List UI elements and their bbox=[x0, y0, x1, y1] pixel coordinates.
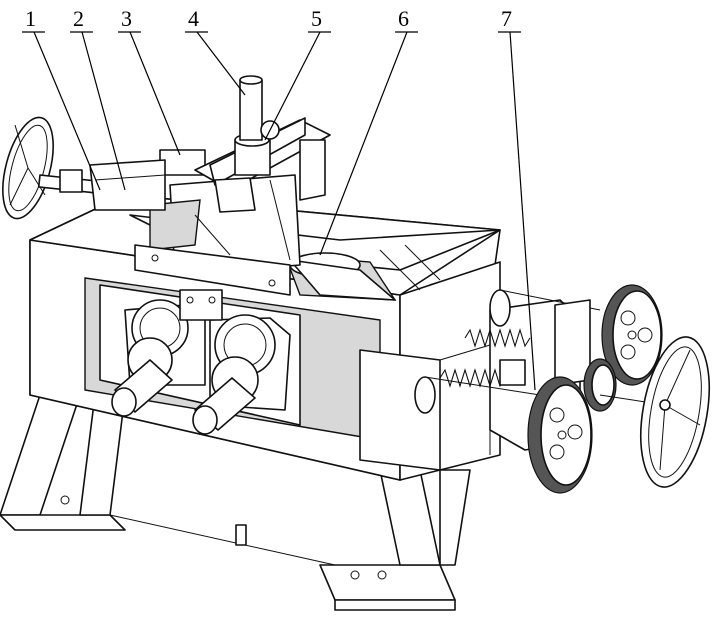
gear-small-middle bbox=[584, 359, 616, 411]
gear-large-lower bbox=[528, 377, 592, 493]
callout-5: 5 bbox=[311, 6, 322, 31]
callout-7: 7 bbox=[501, 6, 512, 31]
callout-3: 3 bbox=[121, 6, 132, 31]
callout-6: 6 bbox=[398, 6, 409, 31]
callout-4: 4 bbox=[188, 6, 199, 31]
callout-1: 1 bbox=[25, 6, 36, 31]
left-handwheel bbox=[0, 112, 165, 224]
callout-2: 2 bbox=[73, 6, 84, 31]
center-bracket bbox=[180, 290, 222, 320]
callout-labels: 1 2 3 4 5 6 7 bbox=[25, 6, 512, 31]
